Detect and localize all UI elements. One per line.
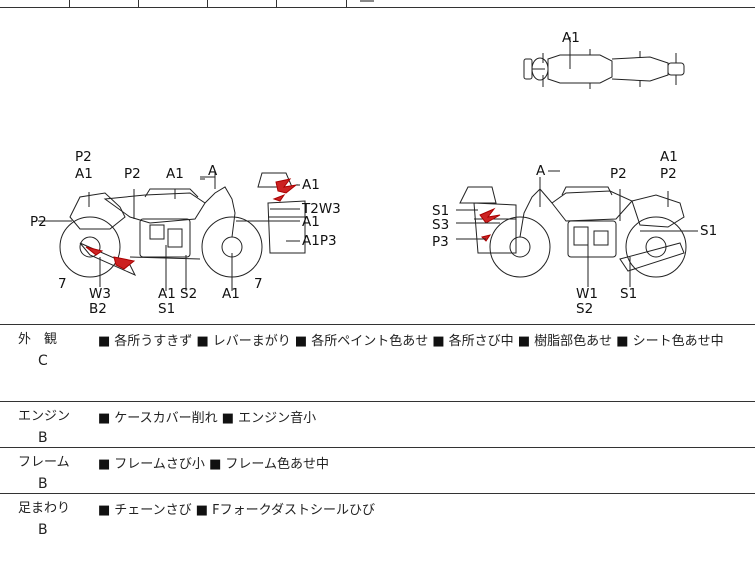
bullet-icon: ■ bbox=[195, 503, 209, 518]
bullet-icon: ■ bbox=[616, 334, 629, 349]
top-view-motorcycle-icon bbox=[523, 37, 685, 89]
damage-code-label: S1 bbox=[620, 286, 637, 302]
note-item: 各所ペイント色あせ bbox=[311, 334, 429, 349]
damage-code-label: A1 bbox=[302, 214, 320, 230]
bullet-icon: ■ bbox=[209, 457, 222, 472]
header-cell bbox=[207, 0, 277, 8]
grade-label: B bbox=[38, 476, 48, 492]
row-suspension: 足まわり B ■チェーンさび ■Fフォークダストシールひび bbox=[0, 493, 755, 561]
damage-code-label: S2 bbox=[576, 301, 593, 317]
note-item: ケースカバー削れ bbox=[114, 411, 218, 426]
damage-code-label: A1 bbox=[75, 166, 93, 182]
condition-notes: ■各所うすきず ■レバーまがり ■各所ペイント色あせ ■各所さび中 ■樹脂部色あ… bbox=[98, 331, 748, 353]
category-label: フレーム bbox=[18, 455, 70, 470]
note-item: フレーム色あせ中 bbox=[225, 457, 329, 472]
damage-code-label: P2 bbox=[75, 149, 92, 165]
damage-diagram: A1 bbox=[0, 7, 755, 325]
damage-code-label: A bbox=[536, 163, 546, 179]
note-item: シート色あせ中 bbox=[632, 334, 724, 349]
damage-code-label: A1 bbox=[158, 286, 176, 302]
condition-notes: ■チェーンさび ■Fフォークダストシールひび bbox=[98, 500, 748, 522]
header-cell bbox=[346, 0, 546, 8]
note-item: 各所さび中 bbox=[448, 334, 514, 349]
left-leader-lines bbox=[38, 178, 300, 291]
grade-label: B bbox=[38, 522, 48, 538]
damage-code-label: S2 bbox=[180, 286, 197, 302]
left-side-motorcycle-icon bbox=[59, 172, 306, 278]
damage-code-label: P3 bbox=[432, 234, 449, 250]
damage-code-label: B2 bbox=[89, 301, 107, 317]
right-side-motorcycle-icon bbox=[459, 177, 687, 278]
condition-notes: ■フレームさび小 ■フレーム色あせ中 bbox=[98, 454, 748, 476]
bullet-icon: ■ bbox=[517, 334, 531, 349]
left-damage-marks bbox=[85, 178, 298, 270]
damage-code-label: S3 bbox=[432, 217, 449, 233]
row-exterior: 外 観 C ■各所うすきず ■レバーまがり ■各所ペイント色あせ ■各所さび中 … bbox=[0, 325, 755, 401]
category-label: エンジン bbox=[18, 409, 71, 424]
right-damage-marks bbox=[479, 207, 501, 242]
note-item: エンジン音小 bbox=[238, 411, 317, 426]
damage-code-label: S1 bbox=[700, 223, 717, 239]
damage-code-label: S1 bbox=[158, 301, 175, 317]
damage-code-label: P2 bbox=[124, 166, 141, 182]
bullet-icon: ■ bbox=[98, 457, 111, 472]
damage-code-label: W1 bbox=[576, 286, 598, 302]
damage-code-label: P2 bbox=[610, 166, 627, 182]
row-frame: フレーム B ■フレームさび小 ■フレーム色あせ中 bbox=[0, 447, 755, 493]
damage-code-label: S1 bbox=[432, 203, 449, 219]
damage-code-label: 7 bbox=[58, 276, 67, 292]
right-leader-lines bbox=[456, 170, 698, 287]
note-item: フレームさび小 bbox=[114, 457, 205, 472]
header-cell bbox=[138, 0, 208, 8]
damage-code-label: A1 bbox=[660, 149, 678, 165]
damage-code-label: W3 bbox=[89, 286, 111, 302]
damage-code-label: A1 bbox=[222, 286, 240, 302]
bullet-icon: ■ bbox=[98, 334, 111, 349]
bullet-icon: ■ bbox=[98, 503, 111, 518]
damage-code-label: A1P3 bbox=[302, 233, 337, 249]
note-item: レバーまがり bbox=[212, 334, 291, 349]
note-item: Fフォークダストシールひび bbox=[212, 503, 376, 518]
damage-code-label: A1 bbox=[302, 177, 320, 193]
condition-notes: ■ケースカバー削れ ■エンジン音小 bbox=[98, 408, 748, 430]
damage-code-label: 7 bbox=[254, 276, 263, 292]
bullet-icon: ■ bbox=[432, 334, 445, 349]
damage-code-label: T2W3 bbox=[301, 201, 341, 217]
bullet-icon: ■ bbox=[98, 411, 111, 426]
row-engine: エンジン B ■ケースカバー削れ ■エンジン音小 bbox=[0, 401, 755, 447]
note-item: 各所うすきず bbox=[114, 334, 193, 349]
bullet-icon: ■ bbox=[294, 334, 308, 349]
damage-code-label: A bbox=[208, 163, 218, 179]
bullet-icon: ■ bbox=[196, 334, 209, 349]
header-strip bbox=[0, 0, 755, 8]
note-item: チェーンさび bbox=[114, 503, 192, 518]
damage-code-label: P2 bbox=[30, 214, 47, 230]
note-item: 樹脂部色あせ bbox=[534, 334, 613, 349]
category-label: 足まわり bbox=[18, 501, 71, 516]
top-view-label: A1 bbox=[562, 30, 580, 46]
header-cell bbox=[276, 0, 347, 8]
header-cell bbox=[0, 0, 70, 8]
motorcycle-diagram-svg: A1 bbox=[30, 30, 717, 317]
bullet-icon: ■ bbox=[221, 411, 235, 426]
damage-code-label: A1 bbox=[166, 166, 184, 182]
header-cell bbox=[69, 0, 139, 8]
damage-code-label: P2 bbox=[660, 166, 677, 182]
grade-label: B bbox=[38, 430, 48, 446]
category-label: 外 観 bbox=[18, 332, 58, 347]
grade-label: C bbox=[38, 353, 48, 369]
